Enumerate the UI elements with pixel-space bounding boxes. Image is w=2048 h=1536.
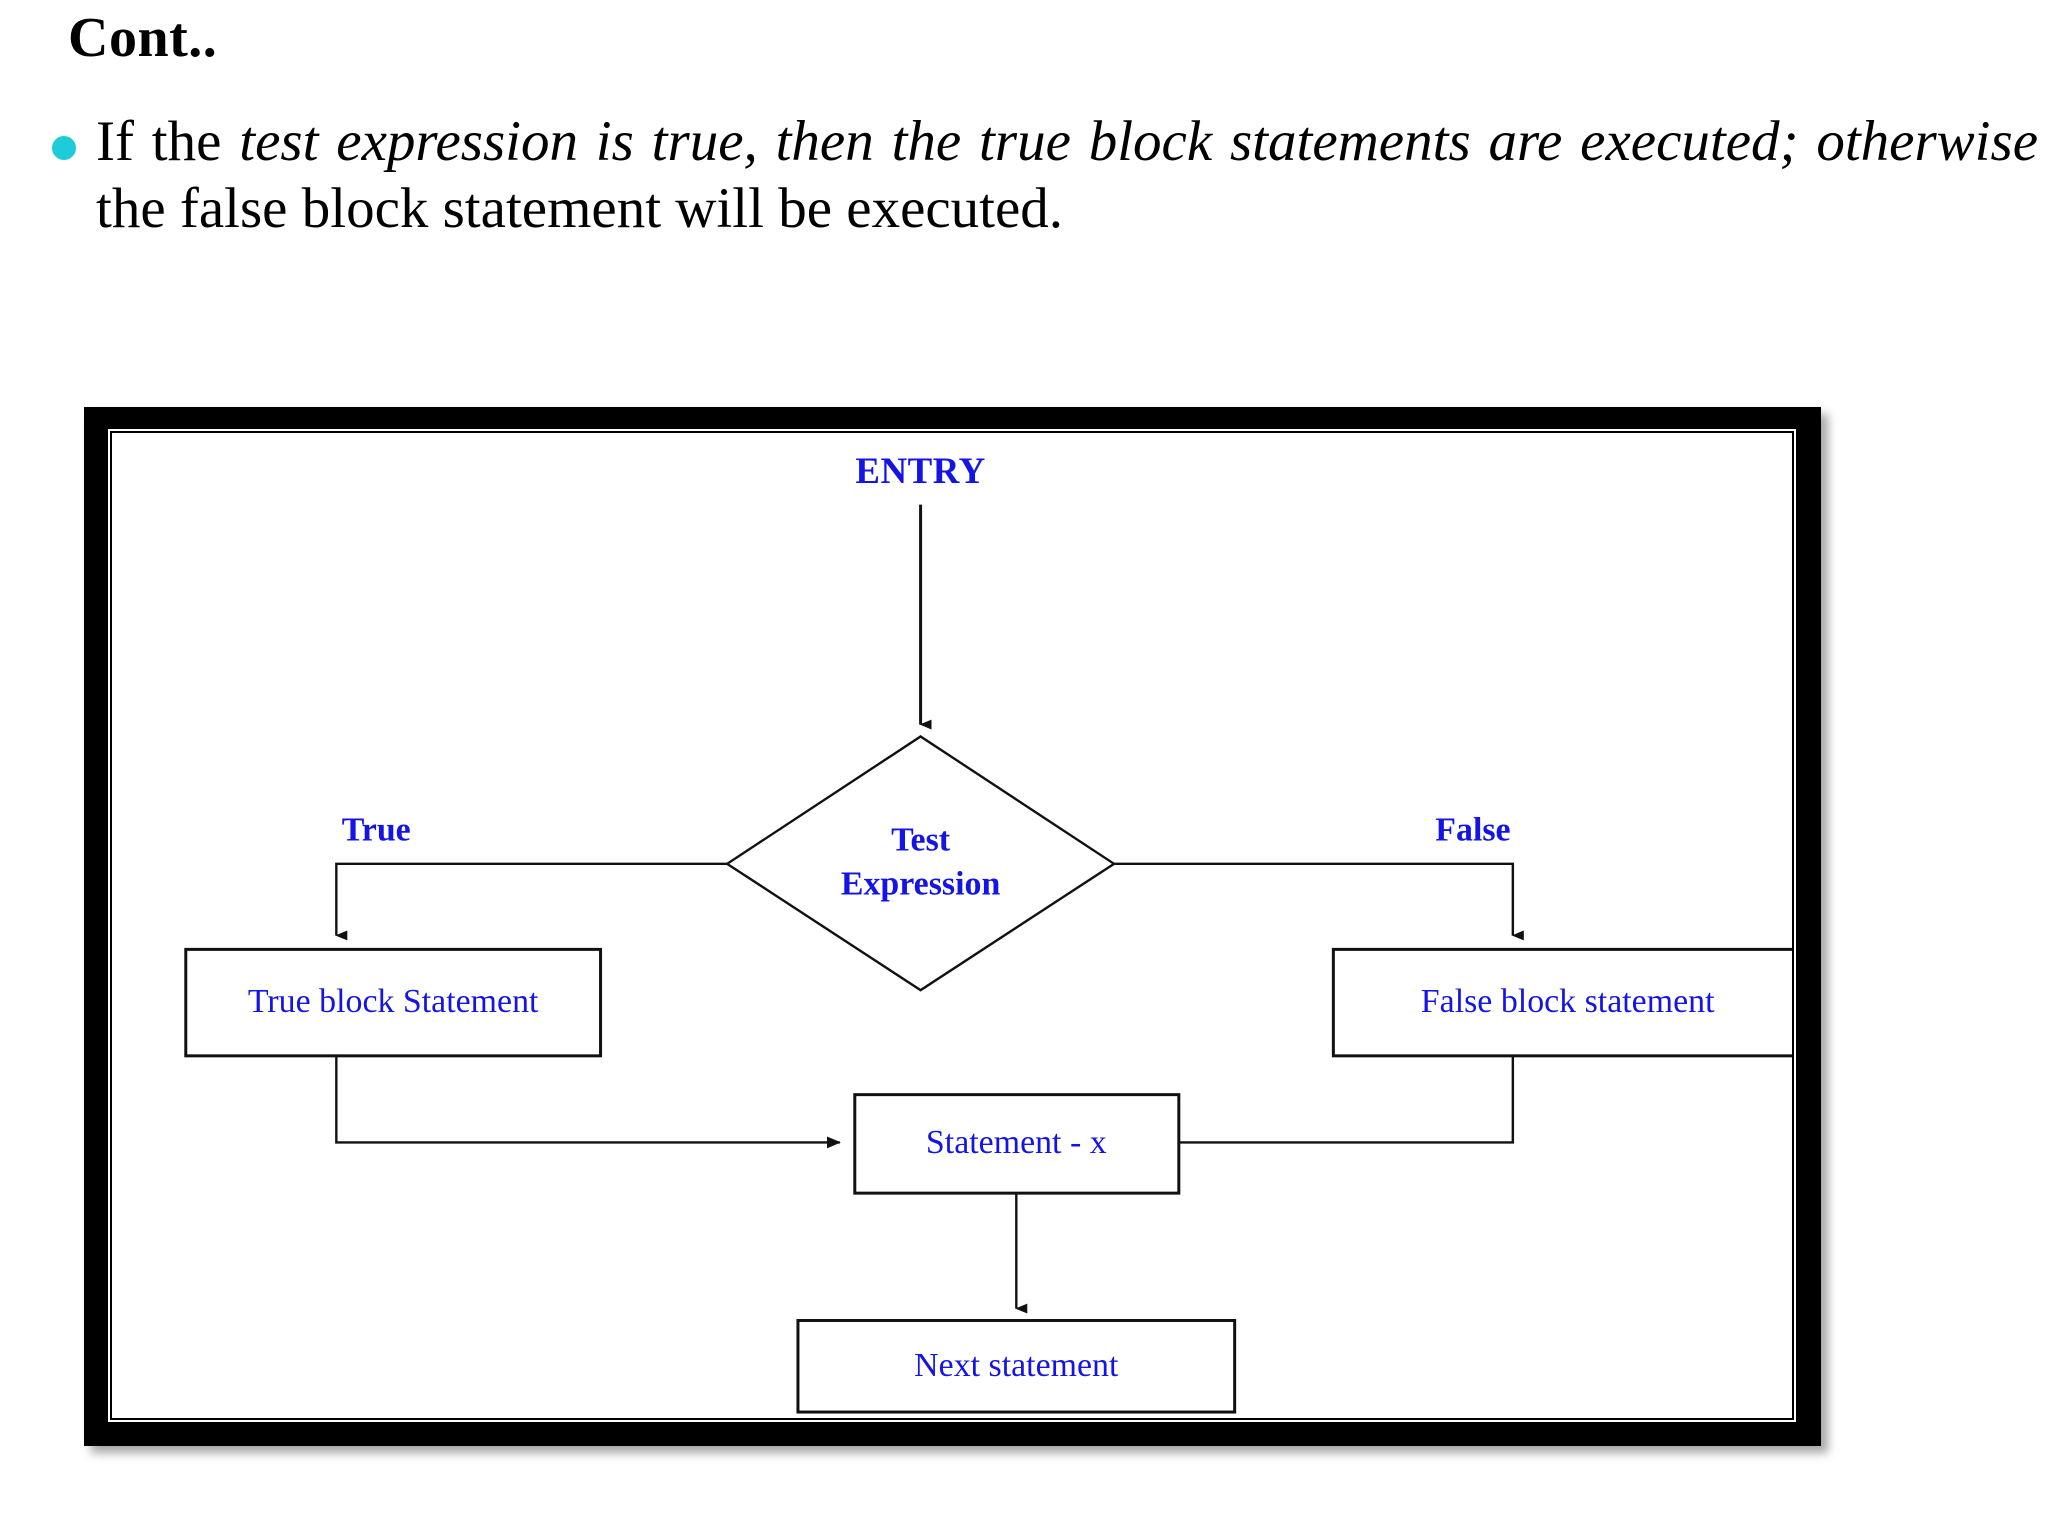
- node-entry-label: ENTRY: [855, 450, 985, 491]
- node-next-statement-label: Next statement: [914, 1347, 1119, 1384]
- bullet-marker-icon: [52, 136, 76, 160]
- diagram-inner-border: ENTRY Test Expression True False True bl…: [108, 429, 1796, 1422]
- node-next-statement: [796, 1319, 1237, 1414]
- bullet-text-emphasis: test expression is true, then the true b…: [239, 110, 2038, 173]
- edge-test-to-false-block: [1114, 862, 1524, 941]
- edge-test-to-true-block: [335, 862, 728, 941]
- bullet-text-lead: If the: [96, 110, 240, 173]
- bullet-paragraph: If the test expression is true, then the…: [52, 108, 2042, 243]
- bullet-text-tail: the false block statement will be execut…: [96, 177, 1064, 241]
- node-statement-x-label: Statement - x: [926, 1124, 1107, 1161]
- node-statement-x: [853, 1093, 1181, 1195]
- flowchart-svg: ENTRY Test Expression True False True bl…: [184, 450, 1792, 1414]
- node-test-expression-line1: Test: [891, 822, 951, 859]
- node-true-block-label: True block Statement: [248, 983, 539, 1020]
- edge-label-false: False: [1435, 812, 1510, 849]
- node-test-expression-line2: Expression: [841, 865, 1001, 902]
- page-title: Cont..: [68, 7, 218, 69]
- edge-label-true: True: [342, 812, 411, 849]
- edge-true-block-to-statement-x: [335, 1055, 841, 1149]
- diagram-frame: ENTRY Test Expression True False True bl…: [84, 407, 1821, 1446]
- node-false-block: [1331, 947, 1792, 1058]
- bullet-text: If the test expression is true, then the…: [96, 108, 2042, 243]
- node-false-block-label: False block statement: [1421, 983, 1715, 1020]
- flowchart-canvas: ENTRY Test Expression True False True bl…: [110, 431, 1794, 1420]
- node-true-block: [184, 947, 603, 1058]
- node-test-expression: [724, 735, 1117, 992]
